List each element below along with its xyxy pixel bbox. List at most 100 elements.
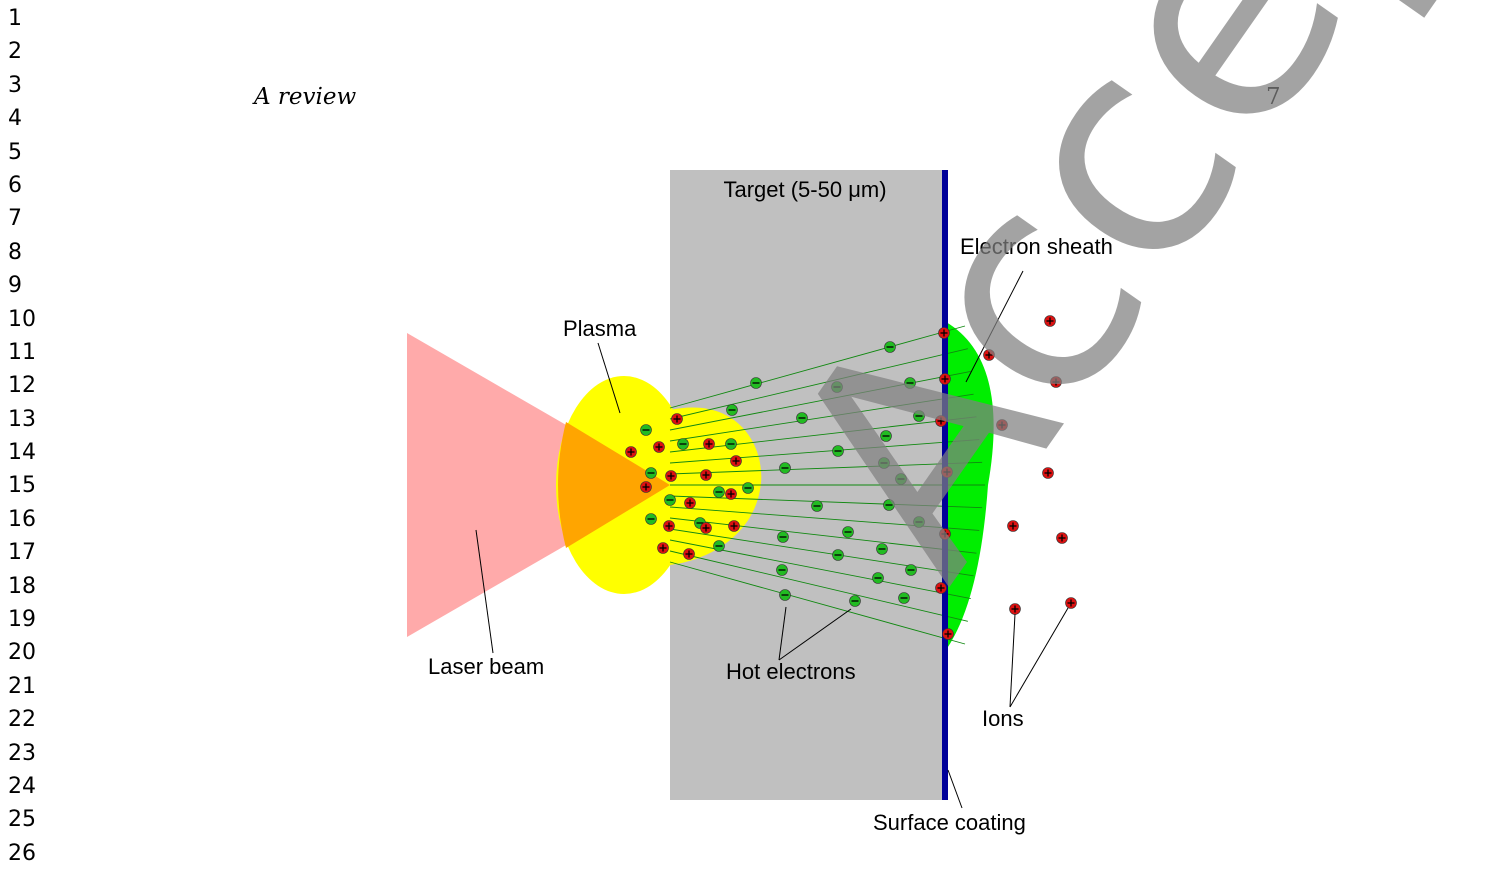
hot-electron-trajectories [669,325,985,645]
label-ions: Ions [982,706,1024,731]
line-number: 15 [8,473,36,499]
label-target: Target (5-50 μm) [723,177,886,202]
label-hot-electrons: Hot electrons [726,659,856,684]
ion-particle: + [942,628,954,640]
ion-particle: + [683,548,695,560]
line-number: 11 [8,339,36,365]
field-line [669,393,974,442]
electron-particle: − [796,412,808,424]
electron-particle: − [849,595,861,607]
leader-hot-electrons-2 [778,608,852,661]
line-number: 3 [8,72,22,98]
line-number: 2 [8,39,22,65]
field-line [669,416,977,453]
electron-particle: − [831,381,843,393]
line-number: 8 [8,239,22,265]
ion-particle: + [983,349,995,361]
ion-particle: + [939,373,951,385]
field-line [669,561,966,645]
line-number: 25 [8,807,36,833]
electron-particle: − [880,430,892,442]
field-line [669,461,983,475]
running-head: A review [254,84,357,110]
laser-plasma-overlap [558,422,670,548]
ion-particle: + [1065,597,1077,609]
field-line [669,550,968,622]
electron-particle: − [645,513,657,525]
line-number: 24 [8,773,36,799]
electron-particle: − [713,540,725,552]
ion-particle: + [1009,603,1021,615]
electron-particle: − [776,564,788,576]
leader-lines [475,270,1069,809]
ion-particle: + [1007,520,1019,532]
ion-particle: + [640,481,652,493]
line-number: 10 [8,306,36,332]
electron-particle: − [742,482,754,494]
ion-particle: + [935,415,947,427]
electron-particle: − [713,486,725,498]
ion-particle: + [700,522,712,534]
electron-particle: − [645,467,657,479]
ion-particle: + [938,327,950,339]
line-number: 18 [8,573,36,599]
field-line [669,325,966,409]
ion-particle: + [684,497,696,509]
field-line [669,517,977,554]
field-line [669,528,974,577]
electron-particle: − [872,572,884,584]
ion-particle: + [1056,532,1068,544]
line-number: 1 [8,6,22,31]
electron-particle: − [777,531,789,543]
electron-sheath [946,322,994,650]
ion-particle: + [728,520,740,532]
line-number: 26 [8,840,36,866]
line-number: 17 [8,540,36,566]
electron-particle: − [640,424,652,436]
ion-particle: + [671,413,683,425]
electron-particle: − [883,499,895,511]
label-laser-beam: Laser beam [428,654,544,679]
electron-particle: − [677,438,689,450]
ion-particle: + [1044,315,1056,327]
field-line [669,348,968,420]
electron-particle: − [832,445,844,457]
line-number: 6 [8,172,22,198]
ion-particle: + [703,438,715,450]
leader-hot-electrons-1 [778,606,787,661]
line-number: 20 [8,640,36,666]
electron-particle: − [904,377,916,389]
label-plasma: Plasma [563,316,637,341]
electron-particle: − [726,404,738,416]
laser-beam-cone [407,333,670,637]
page-number: 7 [1266,84,1281,110]
electron-particle: − [895,473,907,485]
ion-particle: + [730,455,742,467]
line-number: 12 [8,373,36,399]
ion-particle: + [700,469,712,481]
line-number: 21 [8,673,36,699]
line-number: 13 [8,406,36,432]
field-line [669,370,971,431]
electron-particle: − [913,410,925,422]
particles-group: −−−−−−−−−−−−−−−−−−−−−−−−−−−−−−−−−−−+++++… [625,315,1077,640]
leader-coating [947,769,963,809]
ion-particle: + [935,582,947,594]
line-number: 23 [8,740,36,766]
electron-particle: − [832,549,844,561]
label-surface-coating: Surface coating [873,810,1026,835]
field-line [669,495,983,509]
ion-particle: + [1050,376,1062,388]
leader-ions-1 [1009,613,1016,708]
line-number: 16 [8,506,36,532]
ion-particle: + [653,441,665,453]
ion-particle: + [939,528,951,540]
electron-particle: − [664,494,676,506]
electron-particle: − [905,564,917,576]
line-number: 4 [8,106,22,132]
line-number: 14 [8,440,36,466]
leader-ions-2 [1009,607,1069,708]
leader-sheath [965,270,1024,383]
line-number: 9 [8,273,22,299]
